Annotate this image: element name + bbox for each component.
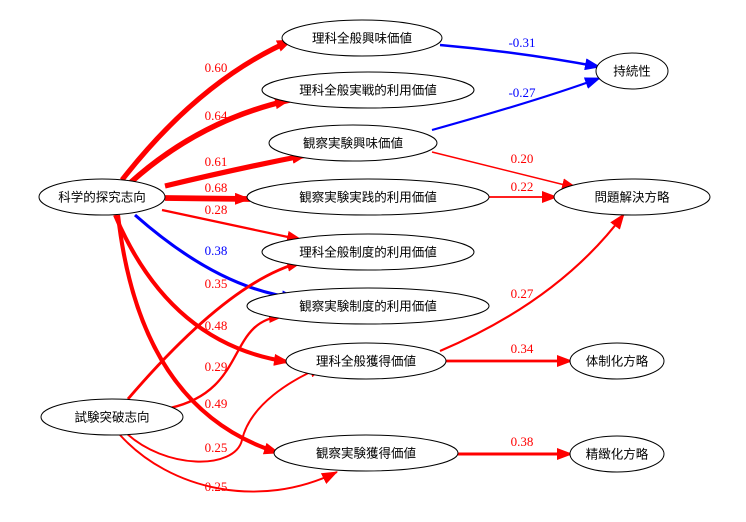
edge-coefficient-label: 0.68 [205,180,228,195]
node-ellipse [246,178,490,216]
edge-coefficient-label: 0.48 [205,318,228,333]
edge-coefficient-label: 0.25 [205,440,228,455]
node-label: 試験突破志向 [74,410,149,425]
node-sci: 科学的探究志向 [38,178,166,216]
node-ellipse [553,178,711,216]
node-label: 精緻化方略 [586,447,649,462]
node-rika_attainment: 理科全般獲得価値 [285,342,447,380]
node-ellipse [569,435,665,473]
edge-sci-to-kansatsu_interest [164,151,308,189]
edge-sci-to-rika_practical [128,97,291,186]
edge-coefficient-label: 0.61 [205,154,228,169]
edge-exam-to-kansatsu_institutional [169,311,285,410]
node-organization: 体制化方略 [569,342,665,380]
edge-sci-to-kansatsu_attainment [115,214,280,455]
edge-coefficient-label: 0.38 [205,243,228,258]
node-ellipse [38,178,166,216]
node-rika_institutional: 理科全般制度的利用価値 [261,233,475,271]
edge-coefficient-label: 0.28 [205,202,228,217]
node-rika_interest: 理科全般興味価値 [281,19,443,57]
node-label: 観察実験興味価値 [303,136,403,151]
edge-coefficient-label: 0.20 [511,151,534,166]
edge-coefficient-label: 0.64 [205,108,228,123]
node-label: 体制化方略 [586,354,649,369]
edge-kansatsu_interest-to-persistence [431,77,601,132]
edge-rika_attainment-to-problem_solving [439,213,625,352]
node-elaboration: 精緻化方略 [569,435,665,473]
edge-coefficient-label: 0.29 [205,359,228,374]
edge-exam-to-rika_institutional [126,259,303,400]
edge-coefficient-label: 0.60 [205,60,228,75]
edge-coefficient-label: 0.49 [205,396,228,411]
node-persistence: 持続性 [595,52,669,90]
edge-coefficient-label: -0.27 [508,85,536,100]
node-ellipse [268,124,438,162]
edge-rika_interest-to-persistence [439,43,601,71]
node-label: 科学的探究志向 [58,190,146,205]
edge-sci-to-rika_institutional [161,208,303,243]
node-label: 問題解決方略 [594,190,670,205]
node-kansatsu_practical: 観察実験実践的利用価値 [246,178,490,216]
node-problem_solving: 問題解決方略 [553,178,711,216]
edge-sci-to-kansatsu_practical [164,192,251,205]
node-exam: 試験突破志向 [40,398,184,436]
node-label: 理科全般興味価値 [312,31,412,46]
edge-coefficient-label: 0.27 [511,286,534,301]
node-ellipse [273,434,459,472]
edge-coefficient-label: 0.25 [205,479,228,494]
edge-kansatsu_interest-to-problem_solving [431,151,578,191]
node-ellipse [261,233,475,271]
edge-coefficient-label: -0.31 [508,35,535,50]
node-label: 理科全般制度的利用価値 [299,245,437,260]
node-label: 理科全般実戦的利用価値 [299,83,437,98]
node-label: 理科全般獲得価値 [316,354,416,369]
node-label: 観察実験制度的利用価値 [299,299,437,314]
node-label: 観察実験実践的利用価値 [299,190,437,205]
edge-sci-to-rika_attainment [113,214,290,366]
node-rika_practical: 理科全般実戦的利用価値 [261,71,475,109]
node-ellipse [569,342,665,380]
node-ellipse [261,71,475,109]
node-label: 持続性 [613,64,651,79]
edges: 0.60 0.64 0.61 0.68 0.28 0.38 0.48 0.49 0.35 0.29… [113,35,625,494]
node-ellipse [40,398,184,436]
node-ellipse [595,52,669,90]
edge-coefficient-label: 0.34 [511,341,534,356]
node-ellipse [246,287,490,325]
edge-coefficient-label: 0.38 [511,434,534,449]
edge-exam-to-rika_attainment [124,365,325,463]
edge-exam-to-kansatsu_attainment [119,434,338,493]
node-kansatsu_interest: 観察実験興味価値 [268,124,438,162]
edge-coefficient-label: 0.35 [205,276,228,291]
node-label: 観察実験獲得価値 [316,446,416,461]
node-kansatsu_institutional: 観察実験制度的利用価値 [246,287,490,325]
node-ellipse [281,19,443,57]
edge-coefficient-label: 0.22 [511,179,534,194]
edge-sci-to-rika_interest [119,37,294,182]
node-kansatsu_attainment: 観察実験獲得価値 [273,434,459,472]
node-ellipse [285,342,447,380]
